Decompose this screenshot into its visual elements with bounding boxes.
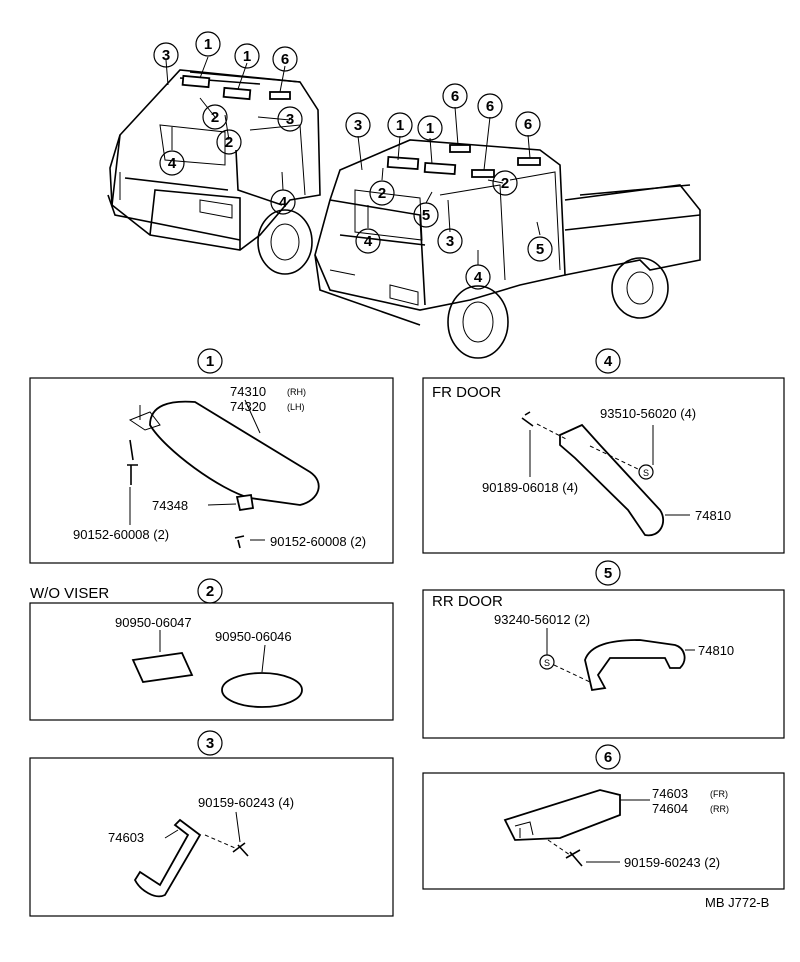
callout-3: 3 — [446, 233, 454, 250]
callout-3: 3 — [354, 117, 362, 134]
grip-shape — [133, 818, 202, 898]
sun-visor-shape — [149, 400, 320, 506]
section-1-frame — [29, 377, 394, 564]
part-74348: 74348 — [152, 498, 188, 513]
section-4-fr-door-handle: 4 FR DOOR S 93510-56020 (4) 90189-06018 … — [422, 348, 785, 554]
part-74810-fr: 74810 — [695, 508, 731, 523]
part-90159-60243-four: 90159-60243 (4) — [198, 795, 294, 810]
part-74603-fr: 74603 — [652, 786, 688, 801]
section-4-circle: 4 — [604, 353, 613, 370]
rr-door-handle-shape — [584, 639, 686, 692]
section-3-assist-grip: 3 74603 90159-60243 (4) — [29, 730, 394, 917]
callout-2: 2 — [211, 109, 219, 126]
section-5-frame — [422, 589, 785, 739]
section-2-frame — [29, 602, 394, 721]
section-6-grip: 6 74603 (FR) 74604 (RR) 90159-60243 (2) — [422, 744, 785, 890]
callout-3: 3 — [286, 111, 294, 128]
part-90950-06046: 90950-06046 — [215, 629, 292, 644]
pad-square-shape — [131, 652, 194, 683]
section-2-pads: 2 W/O VISER 90950-06047 90950-06046 — [29, 578, 394, 721]
section-1-circle: 1 — [206, 353, 214, 370]
part-93510-56020: 93510-56020 (4) — [600, 406, 696, 421]
part-74320-note: (LH) — [287, 402, 305, 412]
callout-4: 4 — [168, 155, 177, 172]
part-90159-60243-two: 90159-60243 (2) — [624, 855, 720, 870]
section-2-heading: W/O VISER — [30, 585, 109, 602]
section-3-circle: 3 — [206, 735, 214, 752]
section-4-heading: FR DOOR — [432, 384, 501, 401]
callout-1: 1 — [396, 117, 404, 134]
part-74603-grip: 74603 — [108, 830, 144, 845]
callout-4: 4 — [474, 269, 483, 286]
overview-callout-numbers: 3 1 1 6 2 3 2 4 4 3 1 1 6 6 6 2 2 5 3 4 … — [162, 36, 544, 286]
callout-6: 6 — [524, 116, 532, 133]
part-74604-rr: 74604 — [652, 801, 688, 816]
part-74320: 74320 — [230, 399, 266, 414]
section-5-rr-door-handle: 5 RR DOOR S 93240-56012 (2) 74810 — [422, 560, 785, 739]
callout-4: 4 — [279, 194, 288, 211]
callout-4: 4 — [364, 233, 373, 250]
callout-2: 2 — [225, 134, 233, 151]
overview-callout-circles — [153, 31, 553, 290]
callout-3: 3 — [162, 47, 170, 64]
section-6-circle: 6 — [604, 749, 612, 766]
part-74310: 74310 — [230, 384, 266, 399]
part-74310-note: (RH) — [287, 387, 306, 397]
callout-1: 1 — [243, 48, 251, 65]
part-74603-note: (FR) — [710, 789, 728, 799]
part-74604-note: (RR) — [710, 804, 729, 814]
callout-5: 5 — [536, 241, 544, 258]
callout-1: 1 — [426, 120, 434, 137]
s-mark-fr: S — [643, 468, 649, 478]
part-93240-56012: 93240-56012 (2) — [494, 612, 590, 627]
section-3-frame — [29, 757, 394, 917]
overview-leaders — [165, 56, 541, 265]
callout-6: 6 — [451, 88, 459, 105]
section-1-sun-visor: 1 74310 (RH) 74320 (LH) 74348 90152-6000… — [29, 348, 394, 564]
callout-2: 2 — [501, 175, 509, 192]
s-mark-circle — [638, 464, 654, 480]
callout-2: 2 — [378, 185, 386, 202]
callout-6: 6 — [486, 98, 494, 115]
diagram-code: MB J772-B — [705, 895, 769, 910]
part-90152-60008-b: 90152-60008 (2) — [270, 534, 366, 549]
part-90189-06018: 90189-06018 (4) — [482, 480, 578, 495]
callout-1: 1 — [204, 36, 212, 53]
truck-illustration-double-cab — [314, 139, 701, 359]
s-mark-rr: S — [544, 658, 550, 668]
section-5-heading: RR DOOR — [432, 593, 503, 610]
section-2-circle: 2 — [206, 583, 214, 600]
grip-6-shape — [503, 789, 621, 841]
part-74810-rr: 74810 — [698, 643, 734, 658]
section-6-frame — [422, 772, 785, 890]
section-4-frame — [422, 377, 785, 554]
pad-oval-shape — [221, 672, 303, 708]
fr-door-handle-shape — [559, 423, 665, 537]
callout-6: 6 — [281, 51, 289, 68]
truck-illustration-single-cab — [107, 69, 321, 275]
part-90152-60008-a: 90152-60008 (2) — [73, 527, 169, 542]
section-5-circle: 5 — [604, 565, 612, 582]
part-90950-06047: 90950-06047 — [115, 615, 192, 630]
callout-5: 5 — [422, 207, 430, 224]
